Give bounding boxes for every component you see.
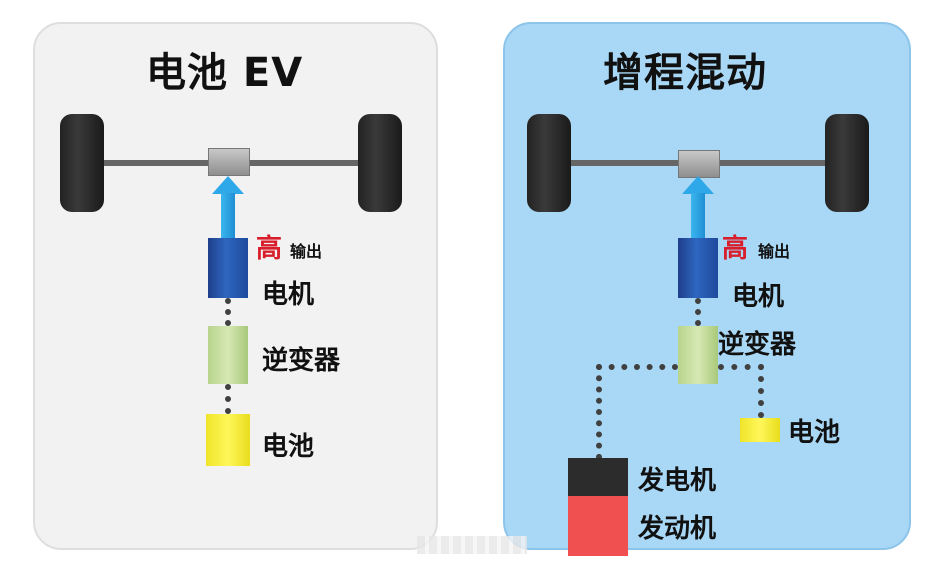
left-battery-label: 电池 <box>262 432 315 462</box>
left-motor-label: 电机 <box>262 280 315 310</box>
right-motor-inverter-link <box>695 298 701 326</box>
watermark-strip <box>417 536 527 554</box>
right-inverter-battery-link-v <box>758 364 764 418</box>
right-inverter-block <box>678 326 718 384</box>
left-inverter-block <box>208 326 248 384</box>
right-motor-block <box>678 238 718 298</box>
right-output-label: 输出 <box>758 242 791 261</box>
right-high-label: 高 <box>722 234 749 264</box>
engine-label: 发动机 <box>638 514 717 544</box>
right-battery-label: 电池 <box>788 418 841 448</box>
right-battery-block <box>740 418 780 442</box>
right-inverter-battery-link-h <box>718 364 764 370</box>
right-inverter-generator-link-h <box>596 364 678 370</box>
left-inverter-label: 逆变器 <box>262 346 341 376</box>
left-high-label: 高 <box>256 234 283 264</box>
right-inverter-generator-link-v <box>596 364 602 460</box>
right-inverter-label: 逆变器 <box>718 330 797 360</box>
battery-ev-title: 电池 EV <box>146 50 304 96</box>
left-battery-block <box>206 414 250 466</box>
left-motor-inverter-link <box>225 298 231 326</box>
right-wheel-left <box>527 114 571 212</box>
right-wheel-right <box>825 114 869 212</box>
engine-block <box>568 496 628 556</box>
left-power-arrow-head <box>212 176 244 194</box>
right-differential <box>678 150 720 178</box>
left-power-arrow-shaft <box>221 193 235 238</box>
right-power-arrow-head <box>682 176 714 194</box>
left-front-wheel-right <box>358 114 402 212</box>
left-inverter-battery-link <box>225 384 231 414</box>
right-power-arrow-shaft <box>691 193 705 238</box>
left-motor-block <box>208 238 248 298</box>
left-output-label: 输出 <box>290 242 323 261</box>
range-extender-title: 增程混动 <box>603 50 767 96</box>
generator-block <box>568 458 628 498</box>
left-front-wheel-left <box>60 114 104 212</box>
left-differential <box>208 148 250 176</box>
generator-label: 发电机 <box>638 466 717 496</box>
right-motor-label: 电机 <box>732 282 785 312</box>
